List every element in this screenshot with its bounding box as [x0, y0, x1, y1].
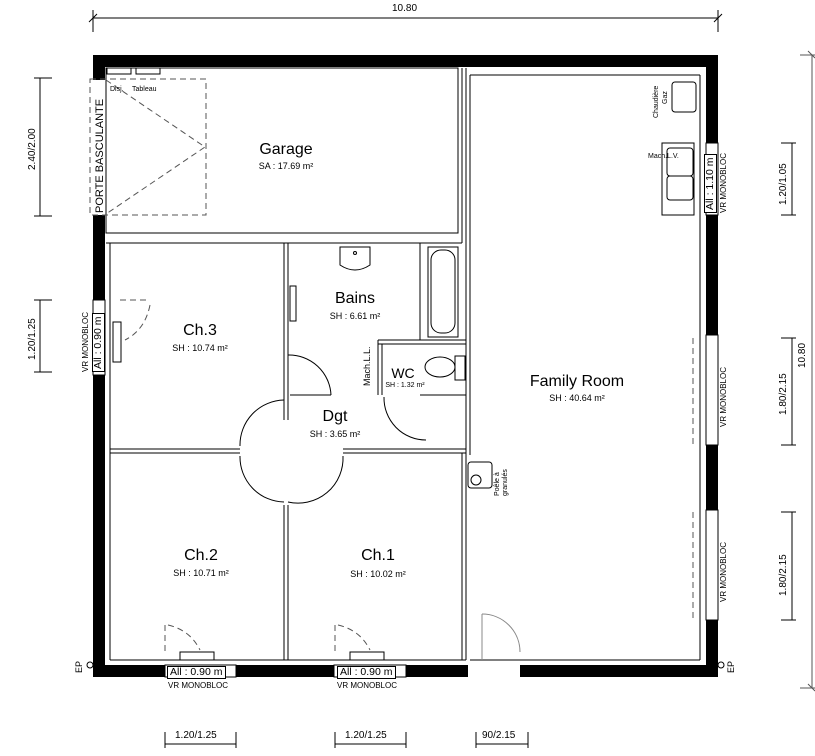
window-ch3-tag: All : 0.90 m: [92, 313, 105, 372]
overall-height-dimension: 10.80: [797, 342, 808, 368]
label-ep-left: EP: [74, 660, 84, 673]
room-garage-area: SA : 17.69 m²: [258, 161, 314, 171]
label-poele: Poêle à: [494, 472, 501, 496]
overall-width-dimension: 10.80: [392, 3, 418, 14]
room-wc-area: SH : 1.32 m²: [385, 382, 425, 389]
window-ch3-vr: VR MONOBLOC: [81, 311, 90, 372]
room-ch3-area: SH : 10.74 m²: [172, 343, 228, 353]
window-kitchen-vr: VR MONOBLOC: [719, 152, 728, 213]
label-mach-lv: Mach.L.V.: [648, 153, 679, 160]
fixtures: [112, 81, 697, 661]
label-disjoncteur: Disj.: [110, 86, 124, 93]
dimension-top: [88, 10, 723, 32]
room-ch2-name: Ch.2: [184, 547, 218, 564]
window-family-2-vr: VR MONOBLOC: [719, 541, 728, 602]
room-ch3-name: Ch.3: [183, 322, 217, 339]
exterior-walls: [93, 55, 718, 677]
room-ch1-name: Ch.1: [361, 547, 395, 564]
room-ch1-area: SH : 10.02 m²: [350, 569, 406, 579]
garage-door-symbol: [89, 78, 207, 216]
label-gaz: Gaz: [662, 91, 669, 104]
label-ep-right: EP: [726, 660, 736, 673]
label-porte-basculante: PORTE BASCULANTE: [94, 98, 106, 213]
dimension-bottom-door: 90/2.15: [482, 730, 516, 741]
window-ch2-vr: VR MONOBLOC: [168, 681, 229, 690]
room-wc-name: WC: [391, 365, 415, 381]
room-bains-name: Bains: [334, 290, 376, 307]
dimension-left-ch3: 1.20/1.25: [27, 318, 38, 360]
dimension-right-kitchen: 1.20/1.05: [778, 163, 789, 205]
dimension-bottom-ch2: 1.20/1.25: [175, 730, 217, 741]
room-bains-area: SH : 6.61 m²: [329, 311, 381, 321]
interior-walls: [105, 67, 701, 661]
dimension-right-family-2: 1.80/2.15: [778, 554, 789, 596]
window-kitchen-tag: All : 1.10 m: [704, 154, 717, 213]
window-ch2-tag: All : 0.90 m: [167, 666, 226, 679]
label-mach-ll: Mach.L.L.: [362, 346, 372, 386]
label-tableau: Tableau: [132, 86, 157, 93]
label-chaudiere: Chaudière: [653, 85, 660, 118]
window-family-1-vr: VR MONOBLOC: [719, 366, 728, 427]
door-swings: [239, 354, 521, 660]
window-ch1-vr: VR MONOBLOC: [337, 681, 398, 690]
room-ch2-area: SH : 10.71 m²: [173, 568, 229, 578]
room-family-name: Family Room: [529, 373, 625, 390]
dimension-right: [800, 50, 815, 692]
dimension-bottom-ch1: 1.20/1.25: [345, 730, 387, 741]
window-ch1-tag: All : 0.90 m: [337, 666, 396, 679]
dimension-right-family-1: 1.80/2.15: [778, 373, 789, 415]
label-granules: granulés: [502, 469, 509, 496]
room-dgt-name: Dgt: [322, 408, 348, 425]
room-family-area: SH : 40.64 m²: [549, 393, 605, 403]
dimension-left-garage: 2.40/2.00: [27, 128, 38, 170]
room-dgt-area: SH : 3.65 m²: [309, 429, 361, 439]
room-garage-name: Garage: [259, 141, 313, 158]
